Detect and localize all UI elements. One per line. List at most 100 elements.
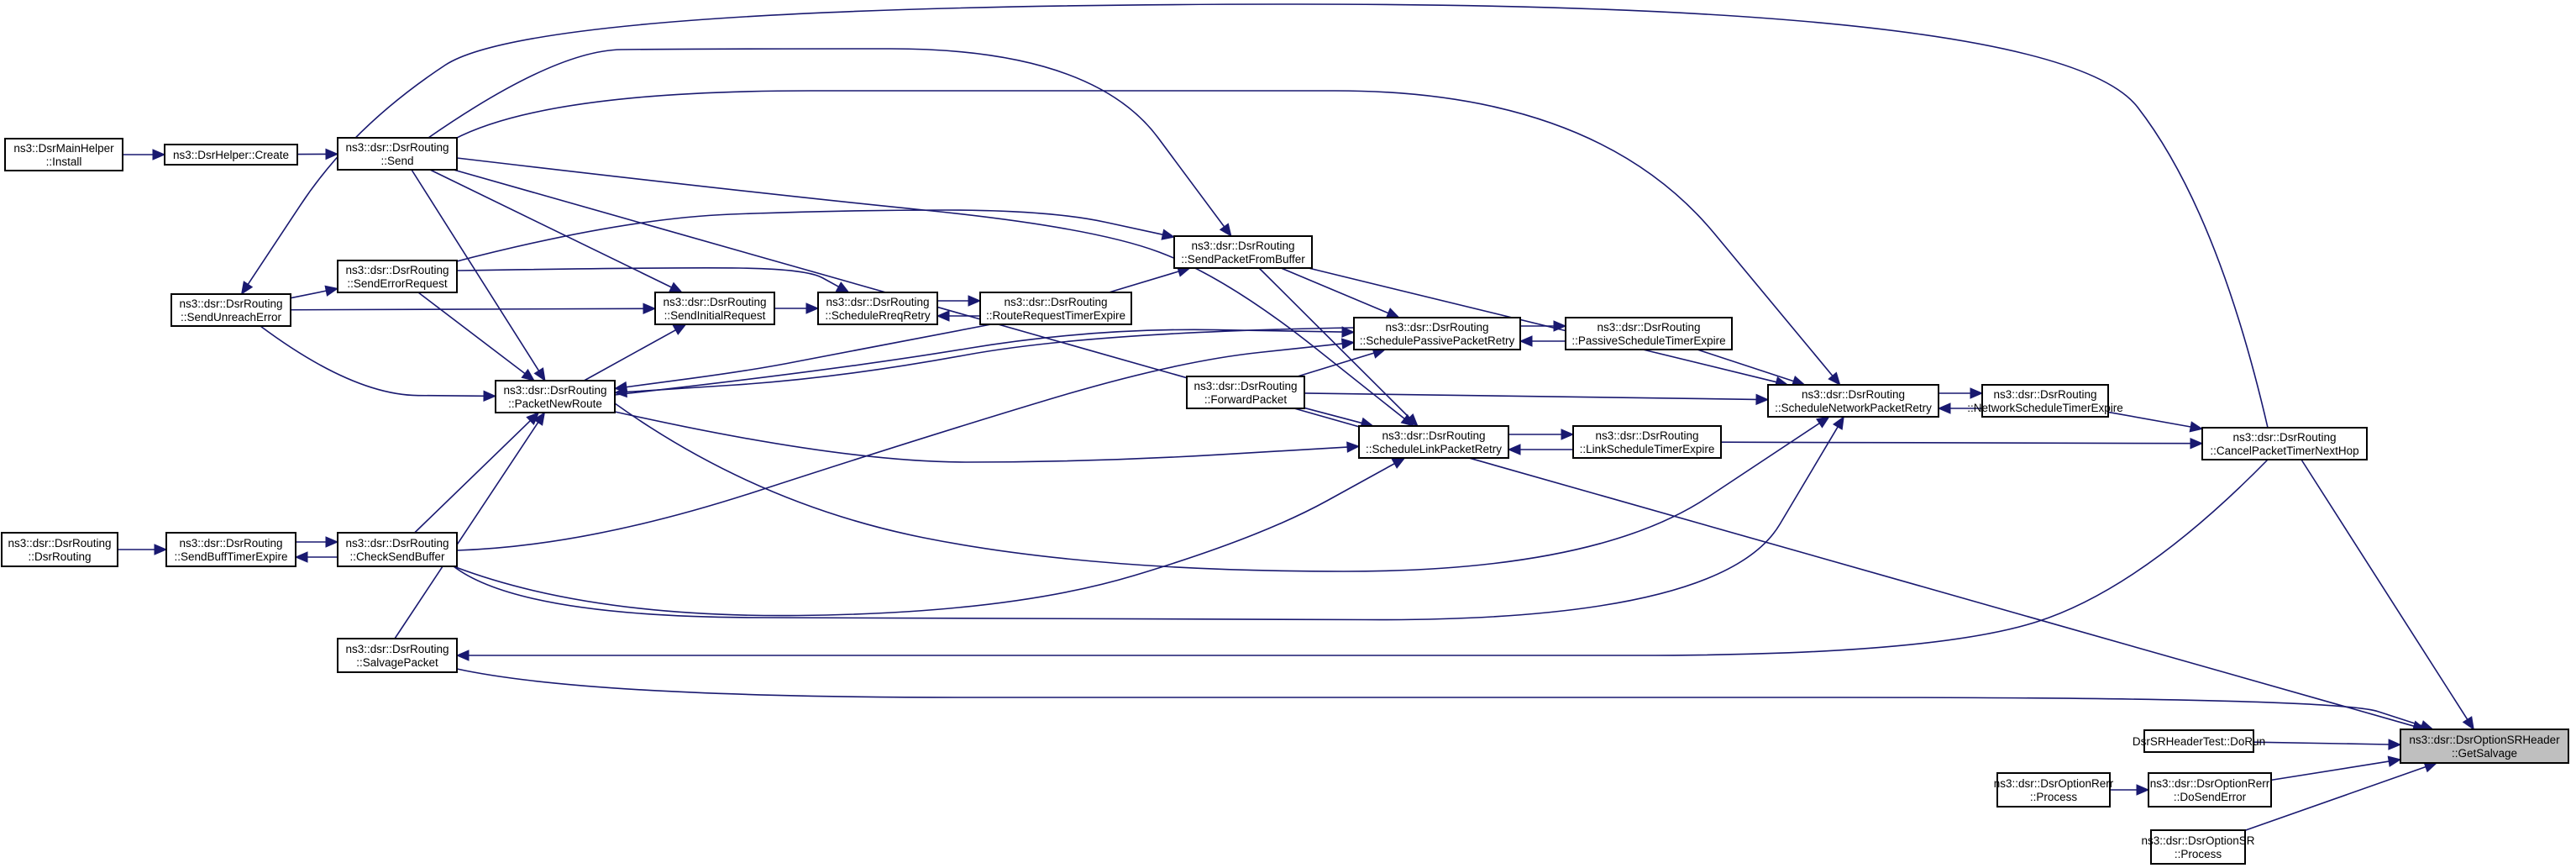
edge-line — [417, 292, 526, 375]
arrowhead-icon — [533, 411, 546, 426]
function-node-passivescheduletimerexpire[interactable]: ns3::dsr::DsrRouting::PassiveScheduleTim… — [1565, 317, 1733, 350]
edge-line — [1308, 267, 1777, 383]
function-node-networkscheduletimerexpire[interactable]: ns3::dsr::DsrRouting::NetworkScheduleTim… — [1967, 384, 2123, 418]
node-label-line: ns3::DsrMainHelper — [13, 142, 114, 155]
node-label-line: ns3::dsr::DsrOptionRerr — [1994, 777, 2114, 790]
call-edge-sendunreacherror-to-packetnewroute — [260, 325, 497, 402]
arrowhead-icon — [1561, 429, 1575, 440]
edge-line — [1280, 267, 1389, 314]
node-box — [171, 293, 291, 327]
node-label-line: ns3::dsr::DsrRouting — [179, 537, 282, 550]
node-label-line: ::ScheduleNetworkPacketRetry — [1775, 402, 1932, 414]
node-box — [2143, 729, 2254, 753]
node-box — [165, 532, 296, 567]
node-box — [1186, 376, 1305, 409]
function-node-schedulelinkpacketretry[interactable]: ns3::dsr::DsrRouting::ScheduleLinkPacket… — [1358, 425, 1509, 459]
arrowhead-icon — [1937, 402, 1951, 414]
call-edge-checksendbuffer-to-schedulenetworkpacketretry — [453, 415, 1844, 621]
node-label-line: ns3::dsr::DsrRouting — [345, 537, 449, 550]
call-edge-cancelpackettimernexthop-to-sendunreacherror — [240, 3, 2269, 429]
node-box — [164, 144, 298, 166]
function-node-sendunreacherror[interactable]: ns3::dsr::DsrRouting::SendUnreachError — [171, 293, 291, 327]
node-label-line: ::PassiveScheduleTimerExpire — [1571, 334, 1725, 347]
function-node-schedulerreqretry[interactable]: ns3::dsr::DsrRouting::ScheduleRreqRetry — [817, 292, 938, 325]
call-edge-networkscheduletimerexpire-to-cancelpackettimernexthop — [2107, 411, 2204, 433]
call-edge-dsrhelper_create-to-send — [296, 148, 339, 160]
function-node-sendpacketfrombuffer[interactable]: ns3::dsr::DsrRouting::SendPacketFromBuff… — [1173, 235, 1313, 269]
call-edge-routerequesttimerexpire-to-schedulerreqretry — [936, 310, 980, 322]
node-label-line: ns3::dsr::DsrRouting — [826, 296, 929, 308]
node-label-line: ns3::dsr::DsrRouting — [2232, 431, 2336, 444]
function-node-dsrhelper_create[interactable]: ns3::DsrHelper::Create — [164, 144, 298, 166]
arrowhead-icon — [240, 281, 254, 296]
call-edge-salvagepacket-to-packetnewroute — [394, 411, 546, 639]
call-edge-passivescheduletimerexpire-to-schedulepassivepacketretry — [1519, 335, 1566, 347]
call-edge-dsrrouting_ctor-to-sendbufftimerexpire — [118, 544, 168, 555]
function-node-cancelpackettimernexthop[interactable]: ns3::dsr::DsrRouting::CancelPacketTimerN… — [2201, 427, 2368, 460]
function-node-dsrsrheadertest_dorun[interactable]: DsrSRHeaderTest::DoRun — [2133, 729, 2265, 753]
function-node-senderrorrequest[interactable]: ns3::dsr::DsrRouting::SendErrorRequest — [337, 260, 458, 293]
edge-line — [453, 426, 1839, 621]
function-node-dsroptionrerr_dosenderror[interactable]: ns3::dsr::DsrOptionRerr::DoSendError — [2148, 772, 2272, 808]
edge-line — [626, 327, 1355, 393]
node-box — [1353, 317, 1521, 350]
node-label-line: ::ScheduleLinkPacketRetry — [1366, 443, 1502, 455]
call-edge-passivescheduletimerexpire-to-schedulenetworkpacketretry — [1697, 349, 1806, 387]
node-label-line: ns3::dsr::DsrRouting — [663, 296, 766, 308]
function-node-dsrrouting_ctor[interactable]: ns3::dsr::DsrRouting::DsrRouting — [1, 532, 118, 567]
node-box — [1358, 425, 1509, 459]
function-node-sendinitialrequest[interactable]: ns3::dsr::DsrRouting::SendInitialRequest — [654, 292, 775, 325]
arrowhead-icon — [1507, 444, 1521, 455]
node-label-line: ::RouteRequestTimerExpire — [986, 309, 1125, 322]
call-edge-linkscheduletimerexpire-to-cancelpackettimernexthop — [1720, 437, 2204, 450]
function-node-getsalvage[interactable]: ns3::dsr::DsrOptionSRHeader::GetSalvage — [2400, 729, 2569, 764]
function-node-schedulepassivepacketretry[interactable]: ns3::dsr::DsrRouting::SchedulePassivePac… — [1353, 317, 1521, 350]
edge-line — [1697, 349, 1794, 382]
function-node-packetnewroute[interactable]: ns3::dsr::DsrRouting::PacketNewRoute — [495, 380, 616, 413]
node-box — [337, 532, 458, 567]
node-label-line: ns3::dsr::DsrRouting — [1595, 429, 1698, 442]
node-label-line: ns3::dsr::DsrRouting — [345, 264, 449, 276]
edges-layer — [118, 3, 2474, 832]
function-node-routerequesttimerexpire[interactable]: ns3::dsr::DsrRouting::RouteRequestTimerE… — [979, 292, 1132, 325]
node-label-line: ns3::dsr::DsrRouting — [1382, 429, 1485, 442]
edge-line — [2301, 459, 2468, 720]
call-edge-schedulerreqretry-to-routerequesttimerexpire — [937, 295, 982, 307]
function-node-forwardpacket[interactable]: ns3::dsr::DsrRouting::ForwardPacket — [1186, 376, 1305, 409]
call-edge-dsrsrheadertest_dorun-to-getsalvage — [2253, 739, 2402, 750]
function-node-dsroptionsr_process[interactable]: ns3::dsr::DsrOptionSR::Process — [2141, 829, 2255, 865]
call-edge-forwardpacket-to-schedulelinkpacketretry — [1304, 407, 1375, 429]
call-edge-routerequesttimerexpire-to-packetnewroute — [613, 324, 992, 393]
edge-line — [2253, 741, 2390, 745]
arrowhead-icon — [1755, 393, 1770, 406]
function-node-salvagepacket[interactable]: ns3::dsr::DsrRouting::SalvagePacket — [337, 638, 458, 673]
function-node-dsroptionrerr_process[interactable]: ns3::dsr::DsrOptionRerr::Process — [1994, 772, 2114, 808]
call-edge-dsrmainhelper_install-to-dsrhelper_create — [123, 149, 166, 160]
edge-line — [456, 668, 2422, 727]
function-node-schedulenetworkpacketretry[interactable]: ns3::dsr::DsrRouting::ScheduleNetworkPac… — [1767, 384, 1939, 418]
function-node-checksendbuffer[interactable]: ns3::dsr::DsrRouting::CheckSendBuffer — [337, 532, 458, 567]
arrowhead-icon — [2387, 755, 2402, 767]
node-label-line: ::LinkScheduleTimerExpire — [1580, 443, 1715, 455]
node-label-line: ::ForwardPacket — [1204, 393, 1288, 406]
node-label-line: ns3::dsr::DsrOptionRerr — [2150, 777, 2270, 790]
function-node-sendbufftimerexpire[interactable]: ns3::dsr::DsrRouting::SendBuffTimerExpir… — [165, 532, 296, 567]
node-box — [1981, 384, 2109, 418]
node-label-line: ::CheckSendBuffer — [349, 550, 445, 563]
node-label-line: ns3::dsr::DsrRouting — [1597, 321, 1700, 334]
node-box — [1572, 425, 1722, 459]
function-node-send[interactable]: ns3::dsr::DsrRouting::Send — [337, 137, 458, 171]
node-label-line: ns3::dsr::DsrRouting — [1802, 388, 1905, 401]
function-node-linkscheduletimerexpire[interactable]: ns3::dsr::DsrRouting::LinkScheduleTimerE… — [1572, 425, 1722, 459]
arrowhead-icon — [455, 650, 470, 661]
arrowhead-icon — [1346, 441, 1361, 453]
call-edge-packetnewroute-to-sendinitialrequest — [583, 324, 687, 381]
function-node-dsrmainhelper_install[interactable]: ns3::DsrMainHelper::Install — [4, 138, 123, 171]
arrowhead-icon — [1385, 308, 1400, 318]
arrowhead-icon — [325, 536, 339, 548]
edge-line — [260, 325, 485, 397]
arrowhead-icon — [152, 149, 166, 160]
node-label-line: ::PacketNewRoute — [508, 397, 602, 410]
node-label-line: ::SendBuffTimerExpire — [174, 550, 287, 563]
arrowhead-icon — [533, 367, 546, 382]
